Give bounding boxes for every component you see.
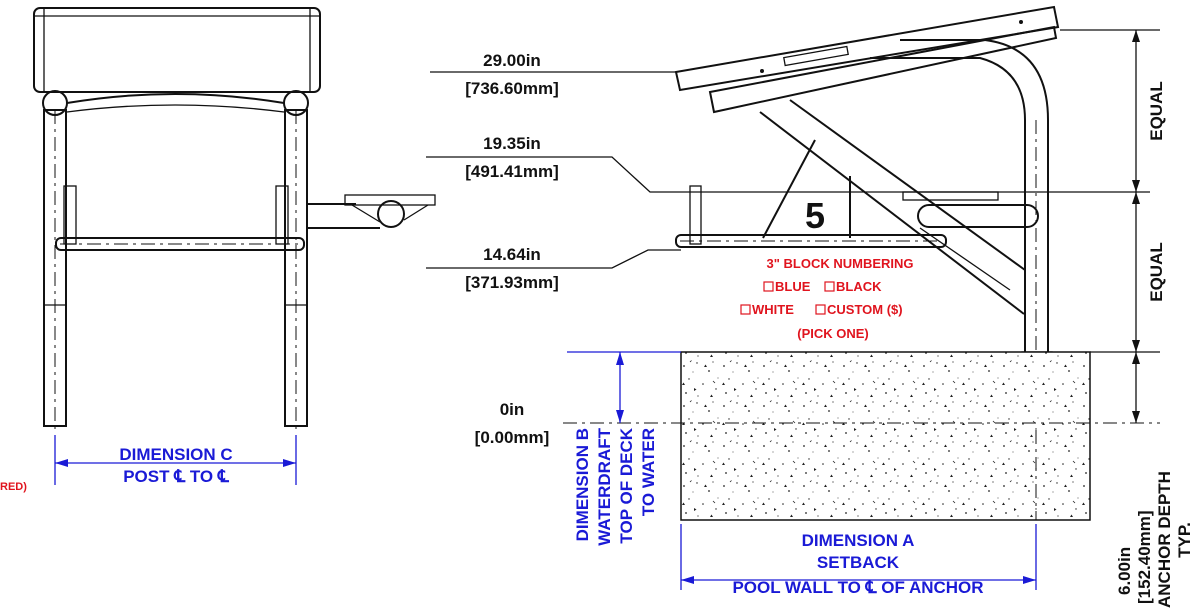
numbering-title: 3" BLOCK NUMBERING (767, 256, 914, 271)
option-black: BLACK (836, 279, 882, 294)
front-seat-block (33, 7, 321, 93)
dimension-b: DIMENSION B WATERDRAFT TOP OF DECK TO WA… (573, 427, 658, 545)
blue-dimension-lines (54, 351, 1037, 590)
side-seat-plate (674, 5, 1060, 92)
side-step (675, 234, 947, 248)
equal-labels: EQUAL EQUAL (1147, 81, 1166, 302)
level-leaders (426, 29, 1160, 424)
dim-b-line4: TO WATER (639, 428, 658, 516)
dim-c-line1: DIMENSION C (119, 445, 232, 464)
level-0-in: 0in (500, 400, 525, 419)
checkbox-custom[interactable] (815, 304, 826, 315)
equal-lower: EQUAL (1147, 242, 1166, 302)
equal-upper: EQUAL (1147, 81, 1166, 141)
dimension-c: DIMENSION C POST ℄ TO ℄ (119, 445, 232, 486)
anchor-in: 6.00in (1115, 547, 1134, 595)
level-29-mm: [736.60mm] (465, 79, 559, 98)
anchor-depth-label: ANCHOR DEPTH (1155, 471, 1174, 608)
level-29-in: 29.00in (483, 51, 541, 70)
dim-b-line3: TOP OF DECK (617, 427, 636, 543)
anchor-mm: [152.40mm] (1135, 510, 1154, 604)
block-number: 5 (805, 195, 825, 236)
checkbox-blue[interactable] (763, 281, 774, 292)
left-note-fragment: RED) (0, 481, 27, 493)
level-19-in: 19.35in (483, 134, 541, 153)
level-0-mm: [0.00mm] (475, 428, 550, 447)
dim-a-line3: POOL WALL TO ℄ OF ANCHOR (732, 578, 983, 597)
option-white: WHITE (752, 302, 794, 317)
checkbox-white[interactable] (740, 304, 751, 315)
dimension-a: DIMENSION A SETBACK POOL WALL TO ℄ OF AN… (732, 531, 983, 597)
option-blue: BLUE (775, 279, 811, 294)
level-labels: 29.00in [736.60mm] 19.35in [491.41mm] 14… (465, 51, 559, 447)
dim-b-line1: DIMENSION B (573, 428, 592, 541)
side-curved-post (870, 57, 1026, 425)
level-19-mm: [491.41mm] (465, 162, 559, 181)
dim-a-line1: DIMENSION A (802, 531, 915, 550)
dim-a-line2: SETBACK (817, 553, 900, 572)
block-numbering-note: 3" BLOCK NUMBERING BLUE BLACK WHITE CUST… (740, 256, 914, 341)
checkbox-black[interactable] (824, 281, 835, 292)
level-14-in: 14.64in (483, 245, 541, 264)
pick-one: (PICK ONE) (797, 326, 869, 341)
dim-b-line2: WATERDRAFT (595, 427, 614, 545)
option-custom: CUSTOM ($) (827, 302, 903, 317)
concrete-deck (680, 351, 1091, 521)
level-14-mm: [371.93mm] (465, 273, 559, 292)
anchor-depth: 6.00in [152.40mm] ANCHOR DEPTH TYP. (1115, 471, 1194, 608)
front-view (33, 7, 436, 430)
front-step (55, 237, 305, 251)
dim-c-line2: POST ℄ TO ℄ (123, 467, 230, 486)
anchor-typ: TYP. (1175, 522, 1194, 558)
